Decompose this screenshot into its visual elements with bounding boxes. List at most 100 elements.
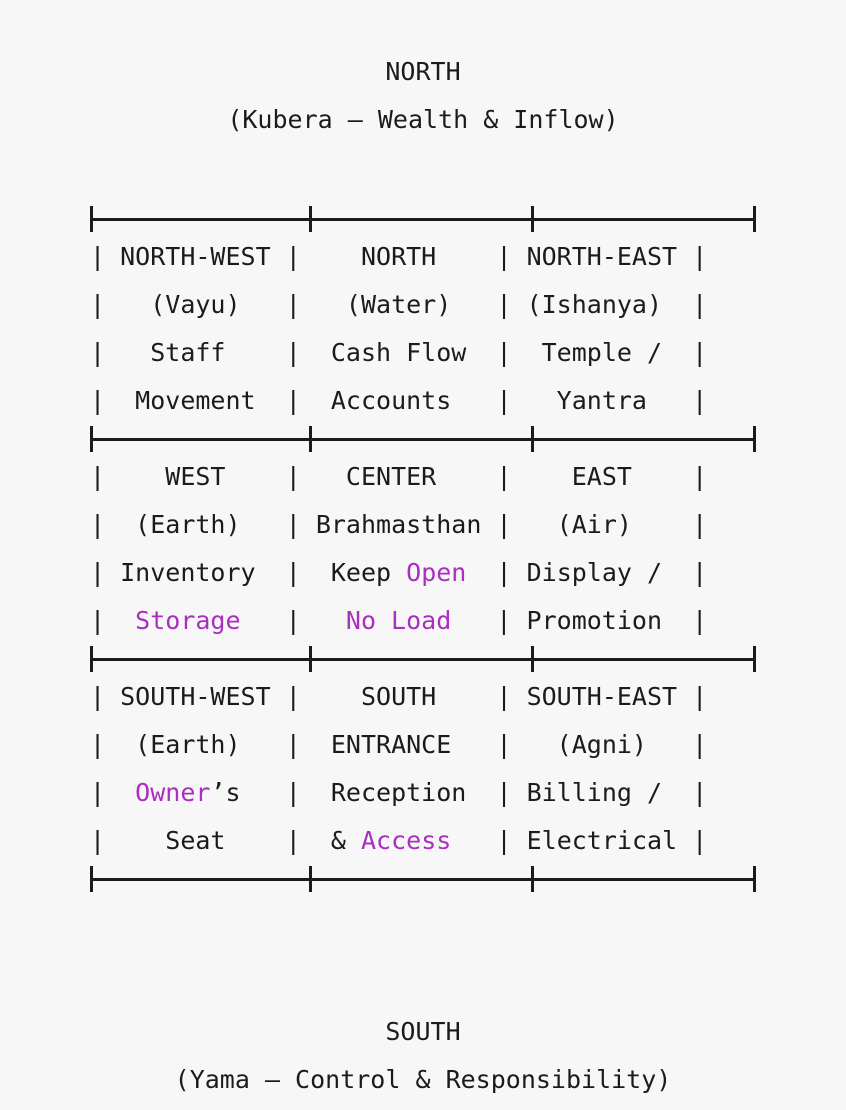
cell-pad (241, 778, 286, 807)
cell-pad (466, 558, 496, 587)
cell-pad (105, 462, 135, 491)
cell-divider-pipe: | (90, 242, 106, 271)
cell-text-north-east: Temple / (541, 338, 663, 367)
cell-divider-pipe: | (90, 682, 106, 711)
grid-joint-tick-2 (531, 866, 534, 892)
grid-rule-mid-0 (90, 425, 756, 453)
cell-pad (512, 242, 527, 271)
cell-pad (466, 682, 496, 711)
cell-divider-pipe: | (90, 338, 106, 367)
cell-divider-pipe: | (496, 778, 512, 807)
grid-joint-tick-3 (753, 426, 756, 452)
cell-pad (301, 386, 331, 415)
cell-pad (301, 826, 331, 855)
grid-text-line: | SOUTH-WEST | SOUTH | SOUTH-EAST | (90, 673, 756, 721)
cell-divider-pipe: | (90, 386, 106, 415)
cell-pad (512, 462, 542, 491)
cell-pad (256, 386, 286, 415)
cell-divider-pipe: | (90, 290, 106, 319)
cell-divider-pipe: | (285, 730, 301, 759)
cell-divider-pipe: | (692, 682, 708, 711)
cell-pad (466, 290, 496, 319)
cell-divider-pipe: | (496, 242, 512, 271)
cell-divider-pipe: | (285, 462, 301, 491)
grid-row-south-row: | SOUTH-WEST | SOUTH | SOUTH-EAST || (Ea… (0, 673, 846, 865)
cell-pad (301, 242, 331, 271)
grid-horizontal-line (90, 218, 756, 221)
cell-text-east: Promotion (526, 606, 663, 635)
cell-pad (301, 338, 331, 367)
cell-text-north-west: (Vayu) (135, 290, 256, 319)
cell-divider-pipe: | (496, 730, 512, 759)
cell-text-south-east: Billing / (526, 778, 663, 807)
grid-joint-tick-2 (531, 426, 534, 452)
cell-divider-pipe: | (285, 682, 301, 711)
cell-text-north-west: NORTH-WEST (120, 242, 271, 271)
cell-text-east: EAST (541, 462, 663, 491)
cell-text-south-east: SOUTH-EAST (526, 682, 678, 711)
cell-divider-pipe: | (692, 290, 708, 319)
cell-pad (105, 778, 135, 807)
cell-pad (511, 606, 526, 635)
cell-pad (301, 558, 331, 587)
cell-pad (105, 510, 120, 539)
cell-divider-pipe: | (692, 826, 708, 855)
cell-text-south-west: SOUTH-WEST (120, 682, 271, 711)
cell-divider-pipe: | (90, 510, 106, 539)
cell-pad (105, 386, 135, 415)
grid-joint-tick-1 (309, 426, 312, 452)
cell-pad (512, 778, 527, 807)
cell-pad (301, 730, 331, 759)
cell-text-north: (Water) (330, 290, 467, 319)
grid-horizontal-line (90, 878, 756, 881)
grid-horizontal-line (90, 658, 756, 661)
cell-divider-pipe: | (496, 826, 512, 855)
grid-rule-top (90, 205, 756, 233)
cell-pad (301, 462, 316, 491)
cell-pad (271, 242, 286, 271)
cell-divider-pipe: | (90, 558, 106, 587)
cell-text-north: Accounts (330, 386, 452, 415)
cell-text-center: Brahmasthan (315, 510, 482, 539)
grid-rule-mid-1 (90, 645, 756, 673)
south-caption-subtitle: (Yama — Control & Responsibility) (174, 1065, 672, 1094)
cell-text-south-east: Electrical (526, 826, 678, 855)
grid-rule-bottom (90, 865, 756, 893)
cell-divider-pipe: | (285, 826, 301, 855)
cell-text-south-east: (Agni) (541, 730, 663, 759)
cell-pad (301, 606, 346, 635)
cell-pad (466, 242, 496, 271)
cell-pad (512, 290, 527, 319)
south-caption: SOUTH (Yama — Control & Responsibility) (0, 1008, 846, 1104)
cell-divider-pipe: | (90, 778, 106, 807)
cell-pad (481, 510, 496, 539)
cell-text-east: Display / (526, 558, 663, 587)
cell-pad (466, 462, 496, 491)
grid-text-line: | (Earth) | Brahmasthan | (Air) | (90, 501, 756, 549)
cell-divider-pipe: | (692, 558, 708, 587)
cell-text-north-west: Staff (150, 338, 226, 367)
cell-divider-pipe: | (90, 730, 106, 759)
cell-pad (512, 826, 527, 855)
cell-pad (512, 730, 542, 759)
cell-pad (677, 242, 692, 271)
cell-pad (105, 826, 165, 855)
cell-pad (256, 462, 286, 491)
cell-pad (647, 386, 692, 415)
cell-divider-pipe: | (496, 682, 512, 711)
cell-divider-pipe: | (692, 778, 708, 807)
cell-text-north-west: Movement (135, 386, 256, 415)
cell-divider-pipe: | (496, 606, 512, 635)
highlighted-cell-text-center: No Load (345, 606, 452, 635)
cell-pad (662, 730, 692, 759)
cell-text-north-east: NORTH-EAST (526, 242, 678, 271)
cell-pad (662, 338, 692, 367)
cell-divider-pipe: | (285, 558, 301, 587)
cell-pad (466, 778, 496, 807)
grid-row-middle-row: | WEST | CENTER | EAST || (Earth) | Brah… (0, 453, 846, 645)
cell-text-center: CENTER (315, 462, 467, 491)
cell-text-south-west: Seat (165, 826, 226, 855)
cell-pad (105, 338, 150, 367)
cell-divider-pipe: | (285, 290, 301, 319)
